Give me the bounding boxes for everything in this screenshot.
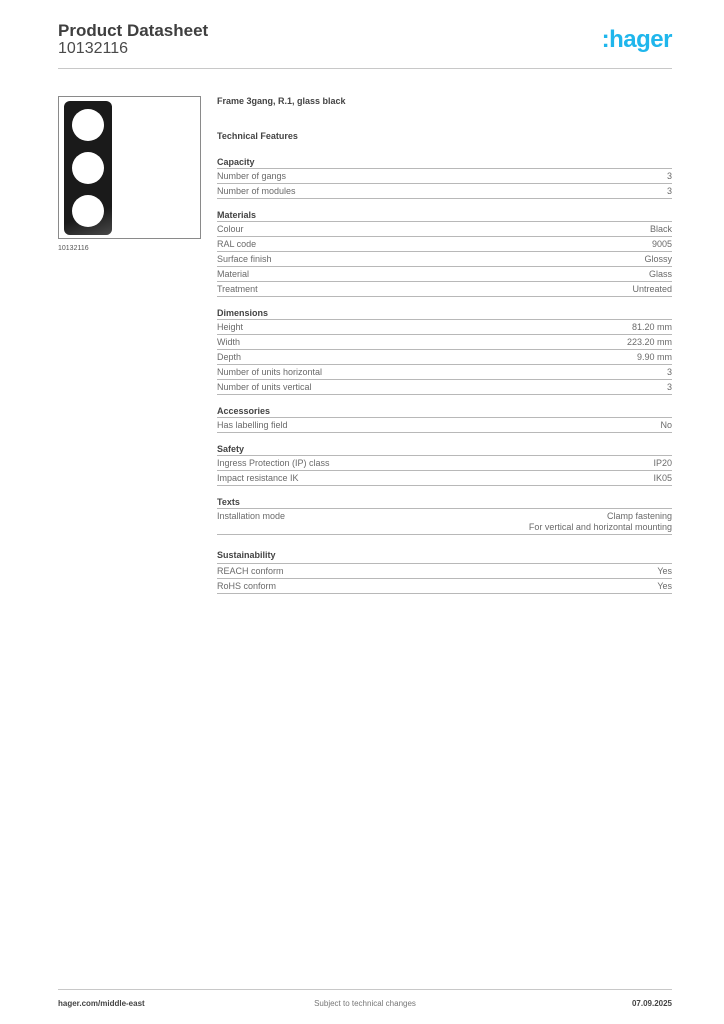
row-value: Untreated	[632, 283, 672, 294]
table-row: Number of modules 3	[217, 184, 672, 199]
table-row: Treatment Untreated	[217, 282, 672, 297]
section-safety: Safety Ingress Protection (IP) class IP20…	[217, 443, 672, 486]
table-row: REACH conform Yes	[217, 564, 672, 579]
table-row: Ingress Protection (IP) class IP20	[217, 456, 672, 471]
row-value: 223.20 mm	[626, 336, 672, 347]
table-row: Colour Black	[217, 222, 672, 237]
section-title: Safety	[217, 443, 672, 456]
row-label: Treatment	[217, 283, 258, 294]
section-materials: Materials Colour Black RAL code 9005 Surfa…	[217, 209, 672, 297]
row-value-line: For vertical and horizontal mounting	[528, 522, 672, 532]
row-value: 9.90 mm	[636, 351, 672, 362]
row-label: RAL code	[217, 238, 257, 249]
row-value: 9005	[651, 238, 672, 249]
row-value: No	[660, 419, 672, 430]
row-value: Glass	[648, 268, 672, 279]
page-header: Product Datasheet 10132116 :hager	[58, 21, 673, 70]
table-row: Number of units horizontal 3	[217, 365, 672, 380]
footer-website-link[interactable]: hager.com/middle-east	[58, 999, 145, 1008]
section-title: Materials	[217, 209, 672, 222]
technical-features-title: Technical Features	[217, 131, 298, 141]
row-label: Has labelling field	[217, 419, 288, 430]
row-value: IP20	[653, 457, 672, 468]
table-row: Installation mode Clamp fastening For ve…	[217, 509, 672, 535]
table-row: Surface finish Glossy	[217, 252, 672, 267]
product-image	[58, 96, 201, 239]
section-capacity: Capacity Number of gangs 3 Number of modu…	[217, 156, 672, 199]
table-row: Has labelling field No	[217, 418, 672, 433]
row-value: Yes	[657, 580, 672, 591]
section-title: Dimensions	[217, 307, 672, 320]
hager-logo: :hager	[601, 26, 673, 53]
datasheet-content: Frame 3gang, R.1, glass black Technical …	[217, 96, 672, 604]
product-name: Frame 3gang, R.1, glass black	[217, 96, 346, 106]
product-number: 10132116	[58, 40, 128, 57]
footer-notice: Subject to technical changes	[314, 999, 416, 1008]
section-title: Texts	[217, 496, 672, 509]
row-label: Number of units horizontal	[217, 366, 323, 377]
section-dimensions: Dimensions Height 81.20 mm Width 223.20 mm…	[217, 307, 672, 395]
row-label: Material	[217, 268, 250, 279]
row-value: 81.20 mm	[631, 321, 672, 332]
row-value: 3	[666, 366, 672, 377]
row-label: Number of units vertical	[217, 381, 312, 392]
row-value: Yes	[657, 565, 672, 576]
table-row: Width 223.20 mm	[217, 335, 672, 350]
table-row: Impact resistance IK IK05	[217, 471, 672, 486]
row-label: Installation mode	[217, 511, 286, 521]
section-title: Sustainability	[217, 549, 672, 564]
table-row: RAL code 9005	[217, 237, 672, 252]
row-label: Number of gangs	[217, 170, 287, 181]
row-label: Width	[217, 336, 241, 347]
table-row: RoHS conform Yes	[217, 579, 672, 594]
page-title: Product Datasheet	[58, 21, 209, 40]
row-label: Depth	[217, 351, 242, 362]
table-row: Depth 9.90 mm	[217, 350, 672, 365]
table-row: Number of gangs 3	[217, 169, 672, 184]
row-label: REACH conform	[217, 565, 284, 576]
row-label: Height	[217, 321, 244, 332]
table-row: Height 81.20 mm	[217, 320, 672, 335]
section-accessories: Accessories Has labelling field No	[217, 405, 672, 433]
section-texts: Texts Installation mode Clamp fastening …	[217, 496, 672, 535]
footer-divider	[58, 989, 672, 990]
row-label: Ingress Protection (IP) class	[217, 457, 330, 468]
row-value: 3	[666, 170, 672, 181]
row-label: RoHS conform	[217, 580, 277, 591]
row-value-line: Clamp fastening	[606, 511, 672, 521]
row-label: Colour	[217, 223, 244, 234]
header-divider	[58, 68, 672, 69]
row-value: 3	[666, 381, 672, 392]
image-caption: 10132116	[58, 245, 89, 252]
footer-date: 07.09.2025	[631, 999, 672, 1008]
row-value: IK05	[653, 472, 672, 483]
row-value: Black	[649, 223, 672, 234]
table-row: Material Glass	[217, 267, 672, 282]
row-value: 3	[666, 185, 672, 196]
frame-opening	[72, 152, 104, 184]
frame-opening	[72, 195, 104, 227]
row-value: Glossy	[644, 253, 672, 264]
frame-3gang-illustration	[64, 101, 112, 235]
section-title: Accessories	[217, 405, 672, 418]
row-label: Impact resistance IK	[217, 472, 299, 483]
row-value: Clamp fastening For vertical and horizon…	[529, 511, 672, 533]
frame-opening	[72, 109, 104, 141]
row-label: Number of modules	[217, 185, 296, 196]
section-title: Capacity	[217, 156, 672, 169]
row-label: Surface finish	[217, 253, 272, 264]
table-row: Number of units vertical 3	[217, 380, 672, 395]
